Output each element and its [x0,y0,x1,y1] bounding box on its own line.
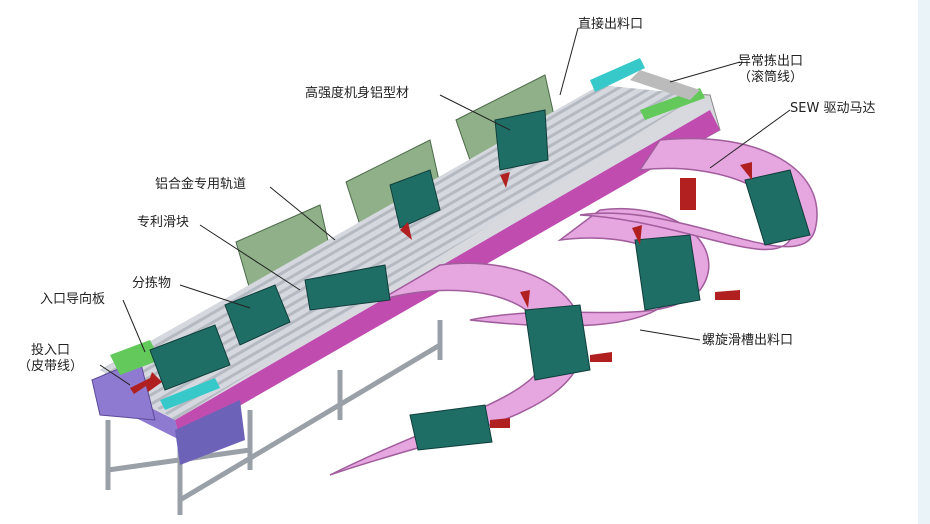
label-abnormal-outlet-title: 异常拣出口 [738,54,804,69]
label-sew-motor: SEW 驱动马达 [790,101,876,116]
sew-motor [680,178,696,210]
label-direct-outlet: 直接出料口 [578,17,644,32]
label-entry-guide: 入口导向板 [40,292,106,307]
label-infeed-sub: （皮带线） [18,359,84,374]
label-abnormal-outlet-sub: （滚筒线） [738,70,804,85]
label-abnormal-outlet: 异常拣出口 （滚筒线） [738,54,803,86]
direction-arrows [130,162,752,428]
label-infeed-title: 投入口 [31,343,71,358]
cyan-guide [590,58,645,92]
sorter-conveyor [91,58,721,465]
roller-line [630,70,700,100]
sorted-items [149,109,811,451]
entry-guide-plate [110,340,160,375]
label-aluminum-track: 铝合金专用轨道 [155,177,247,192]
label-spiral-outlet: 螺旋滑槽出料口 [702,333,794,348]
label-sorted-items: 分拣物 [132,276,172,291]
label-infeed: 投入口 （皮带线） [18,343,83,375]
right-edge-strip [918,0,930,524]
label-patent-slider: 专利滑块 [137,215,190,230]
label-aluminum-frame: 高强度机身铝型材 [305,86,410,101]
leader-lines [99,27,791,386]
